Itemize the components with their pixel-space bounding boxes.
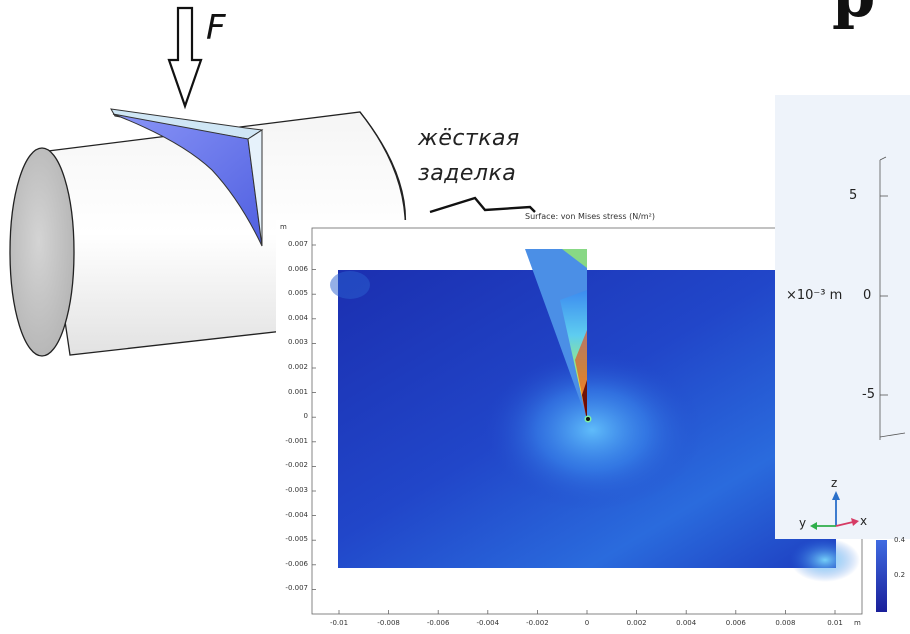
x-tick-label: -0.004 xyxy=(476,619,500,627)
y-tick-label: 0.004 xyxy=(287,313,308,322)
y-tick-label: 0.001 xyxy=(287,387,308,396)
x-axis-unit: m xyxy=(854,619,861,627)
y-axis-unit: m xyxy=(280,223,287,231)
x-tick-label: 0.01 xyxy=(827,619,843,627)
x-tick-label: -0.01 xyxy=(329,619,349,627)
inset-3d-view xyxy=(775,95,910,539)
x-tick-label: 0.008 xyxy=(775,619,796,627)
colorbar xyxy=(876,540,887,612)
colorbar-tick: 0.2 xyxy=(894,571,906,579)
y-tick-label: -0.007 xyxy=(285,584,308,593)
x-tick-label: -0.006 xyxy=(426,619,450,627)
y-tick-label: -0.002 xyxy=(285,461,308,470)
y-tick-label: -0.003 xyxy=(285,486,308,494)
x-tick-label: 0.006 xyxy=(725,619,746,627)
colorbar-tick: 0.4 xyxy=(894,536,906,544)
inset-tick: 5 xyxy=(849,188,858,203)
annotation-leader xyxy=(429,196,536,214)
corner-glyph: р xyxy=(832,0,875,31)
force-arrow xyxy=(167,6,203,110)
triad-z-label: z xyxy=(831,476,838,490)
x-tick-label: -0.008 xyxy=(377,619,400,627)
annotation-line-1: жёсткая xyxy=(418,126,520,151)
y-tick-label: 0 xyxy=(303,412,308,421)
y-tick-label: 0.005 xyxy=(287,289,308,298)
y-tick-label: -0.006 xyxy=(285,559,308,568)
x-tick-label: 0 xyxy=(584,619,590,627)
force-label: F xyxy=(206,8,226,48)
inset-tick: 0 xyxy=(863,288,872,303)
x-tick-label: 0.002 xyxy=(626,619,647,627)
wedge-3d xyxy=(110,108,264,247)
annotation-line-2: заделка xyxy=(418,161,517,186)
plot-title: Surface: von Mises stress (N/m²) xyxy=(524,212,656,221)
inset-unit-label: ×10⁻³ m xyxy=(786,288,843,303)
y-tick-label: -0.004 xyxy=(285,510,308,519)
stress-wedge xyxy=(525,249,587,420)
y-tick-label: 0.002 xyxy=(287,363,308,371)
y-tick-label: -0.001 xyxy=(285,436,308,445)
y-tick-label: 0.006 xyxy=(287,264,308,273)
inset-tick: -5 xyxy=(862,387,875,402)
y-tick-label: -0.005 xyxy=(285,535,308,544)
triad-x-label: x xyxy=(860,514,868,528)
y-tick-label: 0.007 xyxy=(287,240,308,248)
x-tick-label: 0.004 xyxy=(676,619,697,627)
triad-icon xyxy=(810,491,859,530)
x-tick-label: -0.002 xyxy=(526,619,549,627)
triad-y-label: y xyxy=(799,516,807,530)
y-tick-label: 0.003 xyxy=(287,338,308,347)
